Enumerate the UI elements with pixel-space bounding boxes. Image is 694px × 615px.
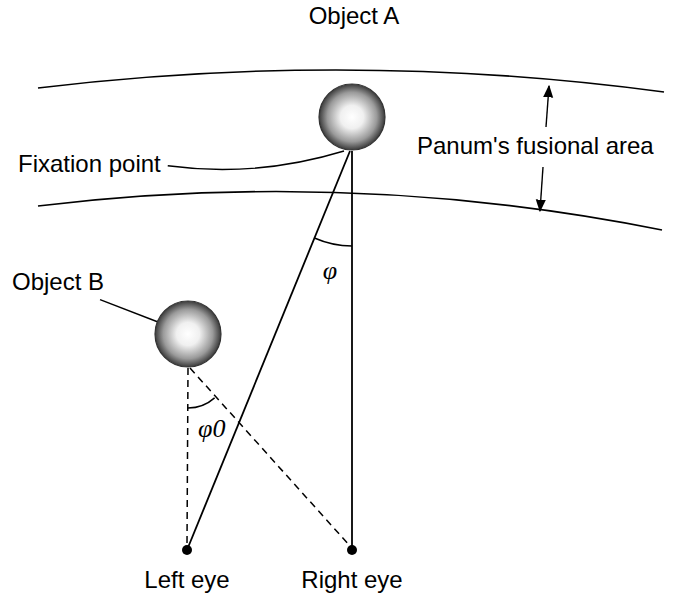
band-arrow-up [546,86,549,127]
object-sphere [319,84,385,150]
eye-label: Left eye [142,566,231,594]
dashed-right-line [190,368,350,546]
area-label: Panum's fusional area [415,132,656,160]
eye-label: Right eye [299,566,404,594]
right-sight-line [351,151,353,550]
dashed-left-line [187,368,188,545]
angle-label: φ [321,256,339,286]
point-label: Fixation point [16,150,163,178]
angle-arc [188,398,215,408]
angle-arc [314,238,352,246]
eye-dot [347,545,357,555]
leader-line [168,151,344,170]
eye-dot [182,545,192,555]
object-label: Object B [10,268,106,296]
object-sphere [155,301,221,367]
leader-line [100,300,158,322]
band-arrow-down [540,167,543,211]
object-label: Object A [307,2,402,30]
angle-label: φ0 [196,414,227,444]
band-lower-curve [38,192,662,230]
